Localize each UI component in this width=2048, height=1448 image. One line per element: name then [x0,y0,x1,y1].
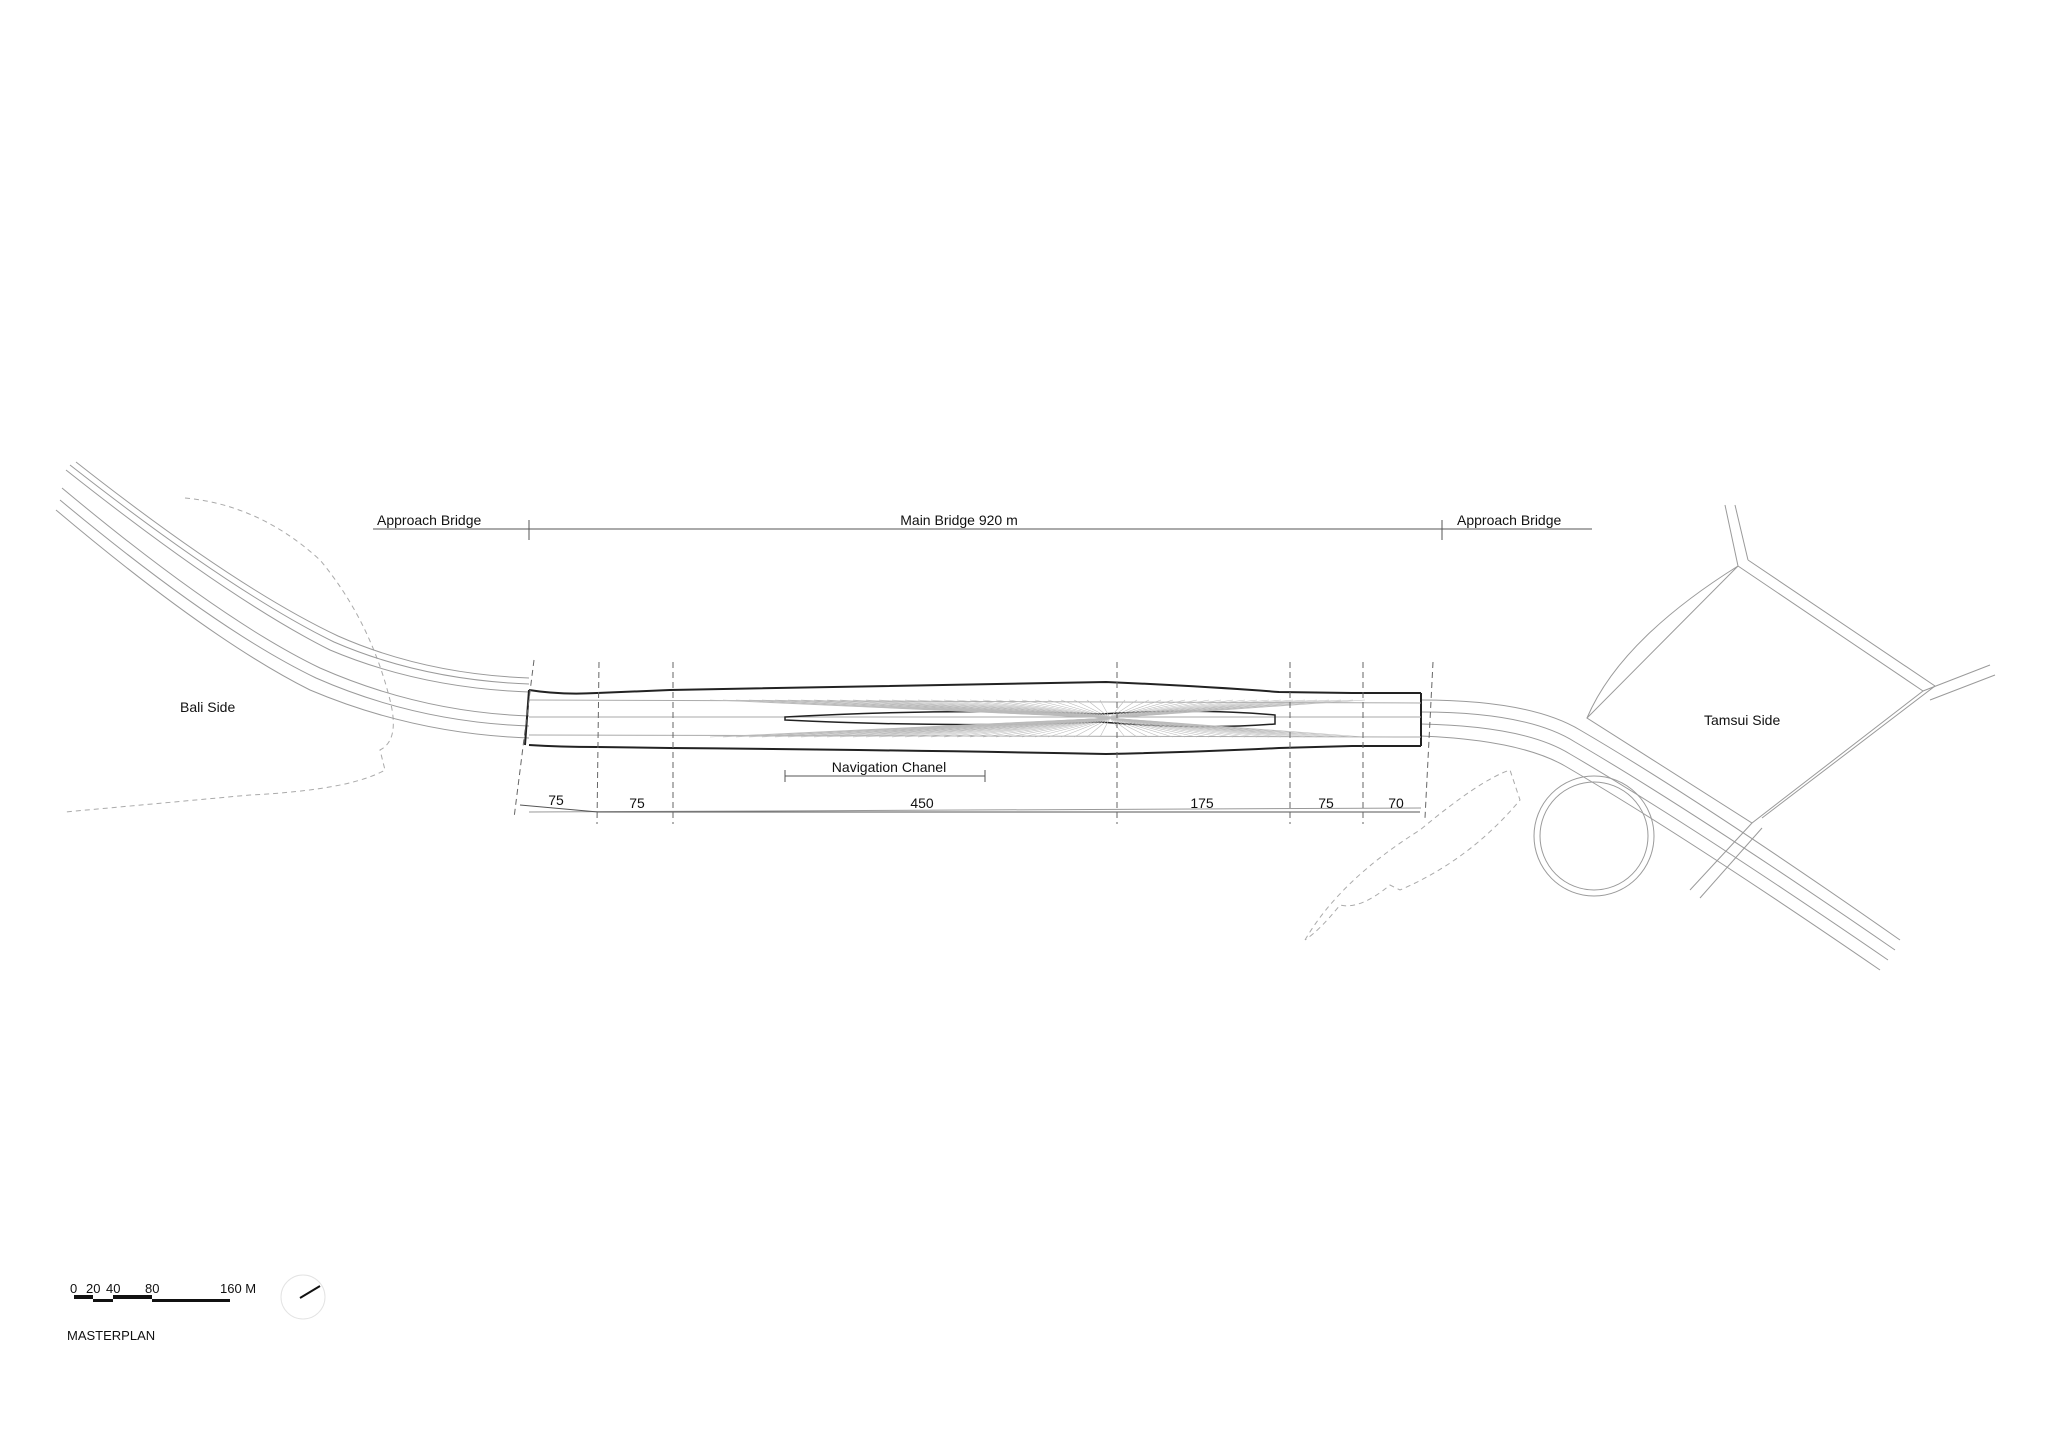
tamsui-roads [1420,504,1996,971]
cable-line [1109,699,1138,719]
shoreline [64,497,1521,941]
cable-line [969,699,1111,719]
scale-tick: 20 [86,1281,101,1296]
scale-bar [74,1295,230,1302]
bali-road [55,461,530,739]
cable-line [1109,717,1186,738]
approach-bridge-right-label: Approach Bridge [1457,512,1562,528]
span-label: 75 [629,795,645,811]
cable-line [1086,699,1111,719]
cable-line [969,717,1111,738]
cable-line [1109,717,1162,738]
cable-line [1099,699,1111,719]
scale-tick: 80 [145,1281,160,1296]
cable-line [1109,717,1138,738]
cable-line [1034,717,1111,738]
cable-line [995,717,1111,738]
cable-line [1109,717,1198,738]
dimension-lines [373,520,1592,825]
cable-line [1109,699,1186,719]
span-label: 450 [910,795,934,811]
cable-line [1047,717,1111,738]
cable-line [995,699,1111,719]
cable-fans [709,699,1366,738]
cable-line [1109,699,1174,719]
bali-side-label: Bali Side [180,699,236,715]
scale-tick: 40 [106,1281,121,1296]
cable-line [1060,717,1111,738]
cable-line [1021,717,1111,738]
cable-line [1021,699,1111,719]
navigation-channel-label: Navigation Chanel [831,759,947,775]
span-label: 175 [1190,795,1214,811]
span-label: 70 [1388,795,1404,811]
cable-line [1109,717,1366,738]
cable-line [1073,699,1111,719]
cable-line [1109,699,1366,719]
cable-line [1047,699,1111,719]
scale-tick: 0 [70,1281,78,1296]
cable-line [1109,717,1150,738]
bridge-deck [524,680,1422,756]
scale-tick: 160 M [220,1281,257,1296]
cable-line [1109,699,1210,719]
cable-line [1060,699,1111,719]
cable-line [1099,717,1111,738]
cable-line [1109,699,1126,719]
main-bridge-label: Main Bridge 920 m [900,512,1018,528]
cable-line [1109,699,1198,719]
tamsui-side-label: Tamsui Side [1704,712,1781,728]
north-arrow-icon [280,1274,326,1320]
cable-line [982,699,1111,719]
cable-line [1109,717,1210,738]
cable-line [1109,717,1174,738]
cable-line [1109,699,1162,719]
cable-line [1073,717,1111,738]
cable-line [1086,717,1111,738]
cable-line [1008,717,1111,738]
approach-bridge-left-label: Approach Bridge [377,512,482,528]
span-label: 75 [1318,795,1334,811]
cable-line [1109,717,1222,738]
cable-line [1034,699,1111,719]
cable-line [1008,699,1111,719]
span-label: 75 [548,792,564,808]
drawing-title: MASTERPLAN [67,1328,156,1343]
cable-line [982,717,1111,738]
